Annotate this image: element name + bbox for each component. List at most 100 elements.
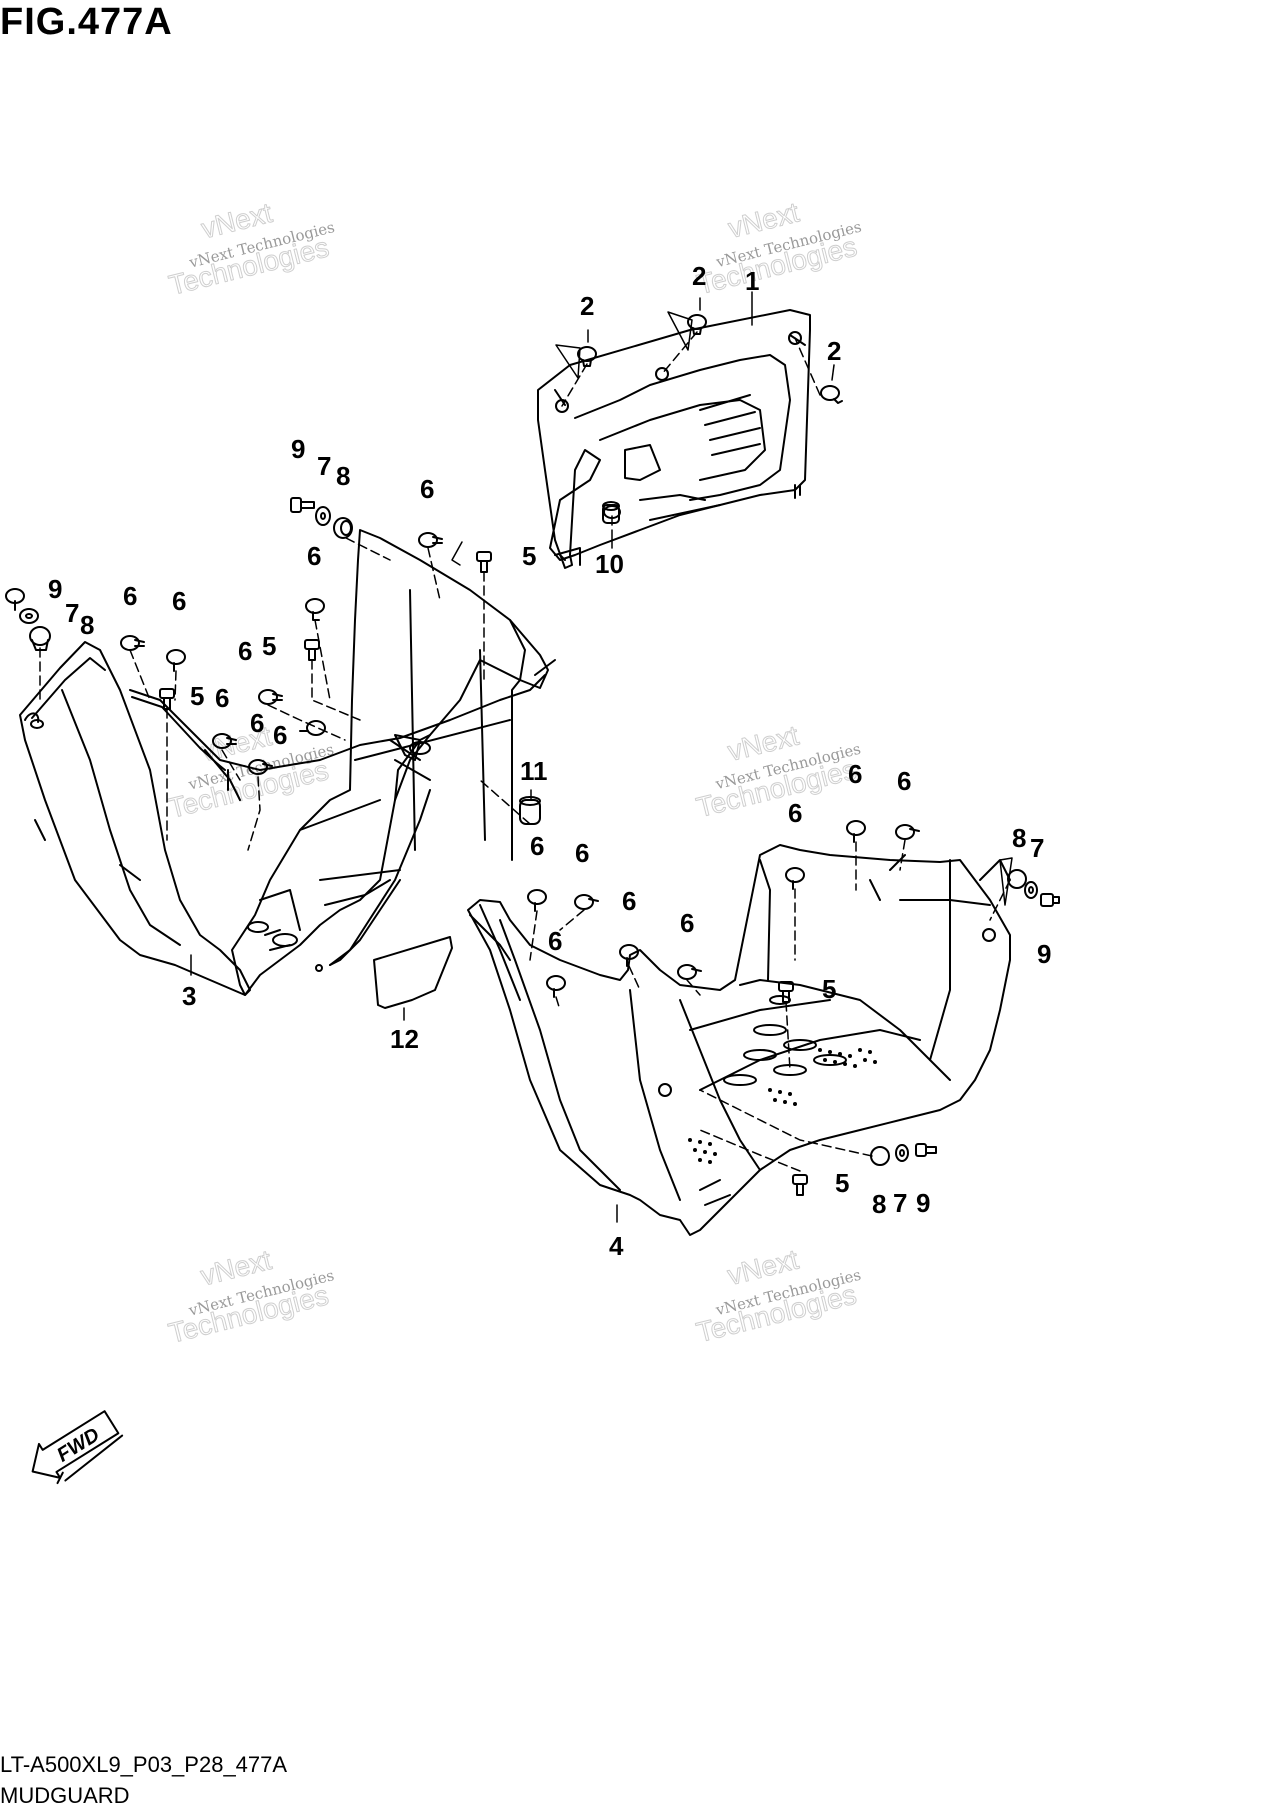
clip-6g	[248, 759, 273, 775]
part-11-grommet	[519, 796, 541, 825]
clip-6o	[677, 964, 702, 980]
watermark-top-right: vNext Technologies vNext Technologies	[693, 196, 863, 301]
callout-9d: 9	[916, 1188, 930, 1218]
callout-8c: 8	[1012, 823, 1026, 853]
collar-8c	[1007, 869, 1027, 889]
clip-6l	[527, 889, 547, 912]
callout-6i: 6	[848, 759, 862, 789]
callout-2a: 2	[580, 291, 594, 321]
callout-5e: 5	[835, 1168, 849, 1198]
bolt-9c	[1040, 893, 1060, 907]
clip-6i	[846, 820, 866, 843]
callout-10: 10	[595, 549, 624, 579]
rivet-2c	[820, 385, 843, 404]
callout-6a: 6	[420, 474, 434, 504]
callout-9b: 9	[48, 574, 62, 604]
figure-code: LT-A500XL9_P03_P28_477A	[0, 1752, 288, 1777]
bolt-9b	[5, 588, 25, 611]
watermark-bottom-right: vNext Technologies vNext Technologies	[693, 1243, 863, 1349]
callout-6b: 6	[307, 541, 321, 571]
callout-6d: 6	[172, 586, 186, 616]
callout-6f: 6	[215, 683, 229, 713]
bolt-9a	[290, 497, 315, 513]
callout-5c: 5	[190, 681, 204, 711]
fwd-arrow: FWD	[31, 1410, 124, 1485]
figure-title: FIG.477A	[0, 1, 173, 43]
callout-6m: 6	[575, 838, 589, 868]
callout-8d: 8	[872, 1189, 886, 1219]
clip-6c	[120, 635, 145, 651]
callout-9c: 9	[1037, 939, 1051, 969]
bolt-5d	[778, 981, 794, 1003]
part-12-pad	[373, 936, 453, 1009]
callout-6n: 6	[622, 886, 636, 916]
clip-6a	[418, 532, 443, 548]
washer-7d	[895, 1144, 909, 1162]
callout-6g: 6	[250, 708, 264, 738]
clip-6n	[619, 944, 639, 967]
watermark-top-left: vNext Technologies vNext Technologies	[165, 196, 336, 301]
callout-6l: 6	[530, 831, 544, 861]
clip-6j	[895, 824, 920, 840]
clip-6b	[305, 598, 325, 621]
callout-6e: 6	[238, 636, 252, 666]
rivet-2b	[687, 314, 707, 335]
part-10-nut	[602, 501, 620, 524]
callout-11: 11	[520, 756, 548, 786]
callout-6h: 6	[273, 720, 287, 750]
part-4-right-mudguard	[467, 844, 1011, 1236]
leader-lines	[39, 291, 1013, 1223]
bolt-5b	[304, 639, 320, 661]
callout-5a: 5	[522, 541, 536, 571]
collar-8a	[333, 517, 353, 539]
callout-7c: 7	[1030, 833, 1044, 863]
washer-7a	[315, 506, 331, 526]
callout-7d: 7	[893, 1188, 907, 1218]
collar-8b	[29, 626, 51, 651]
stack-right	[1007, 869, 1060, 907]
callout-3: 3	[182, 981, 196, 1011]
callout-6o: 6	[680, 908, 694, 938]
callout-8b: 8	[80, 610, 94, 640]
callout-4: 4	[609, 1231, 624, 1261]
callout-6c: 6	[123, 581, 137, 611]
clip-6e	[258, 689, 283, 705]
bolt-9d	[915, 1143, 937, 1157]
callout-6p: 6	[548, 926, 562, 956]
callout-7b: 7	[65, 598, 79, 628]
callout-7a: 7	[317, 451, 331, 481]
callout-2c: 2	[827, 336, 841, 366]
washer-7c	[1024, 881, 1038, 899]
clip-6p	[546, 975, 566, 998]
fasteners-6	[120, 532, 920, 998]
stack-bottom	[870, 1143, 937, 1166]
collar-8d	[870, 1146, 890, 1166]
callout-5b: 5	[262, 631, 276, 661]
washer-7b	[19, 608, 39, 624]
stack-top	[290, 497, 353, 539]
watermark-bottom-left: vNext Technologies vNext Technologies	[165, 1244, 336, 1350]
callout-5d: 5	[822, 974, 836, 1004]
watermark-mid-left: vNext Technologies vNext Technologies	[165, 720, 336, 825]
callout-6k: 6	[788, 798, 802, 828]
callout-8a: 8	[336, 461, 350, 491]
bolt-5a	[476, 551, 492, 573]
clip-6d	[166, 649, 186, 672]
callout-labels: 1 2 2 2 3 4 5 5 5 5 5 6 6 6 6 6 6 6 6 6 …	[48, 261, 1051, 1261]
part-3-left-mudguard	[19, 529, 556, 996]
fwd-label: FWD	[53, 1424, 103, 1467]
clip-6m	[574, 894, 599, 910]
bolt-5e	[792, 1174, 808, 1196]
callout-1: 1	[745, 266, 759, 296]
fasteners-2	[577, 314, 843, 404]
rivet-2a	[577, 346, 597, 367]
clip-6f	[212, 733, 237, 749]
part-1-cover-panel	[537, 309, 811, 569]
watermark-mid-right: vNext Technologies vNext Technologies	[693, 719, 863, 824]
clip-6k	[785, 867, 805, 890]
callout-9a: 9	[291, 434, 305, 464]
clip-6h	[299, 720, 326, 736]
figure-name: MUDGUARD	[0, 1783, 130, 1808]
callout-6j: 6	[897, 766, 911, 796]
